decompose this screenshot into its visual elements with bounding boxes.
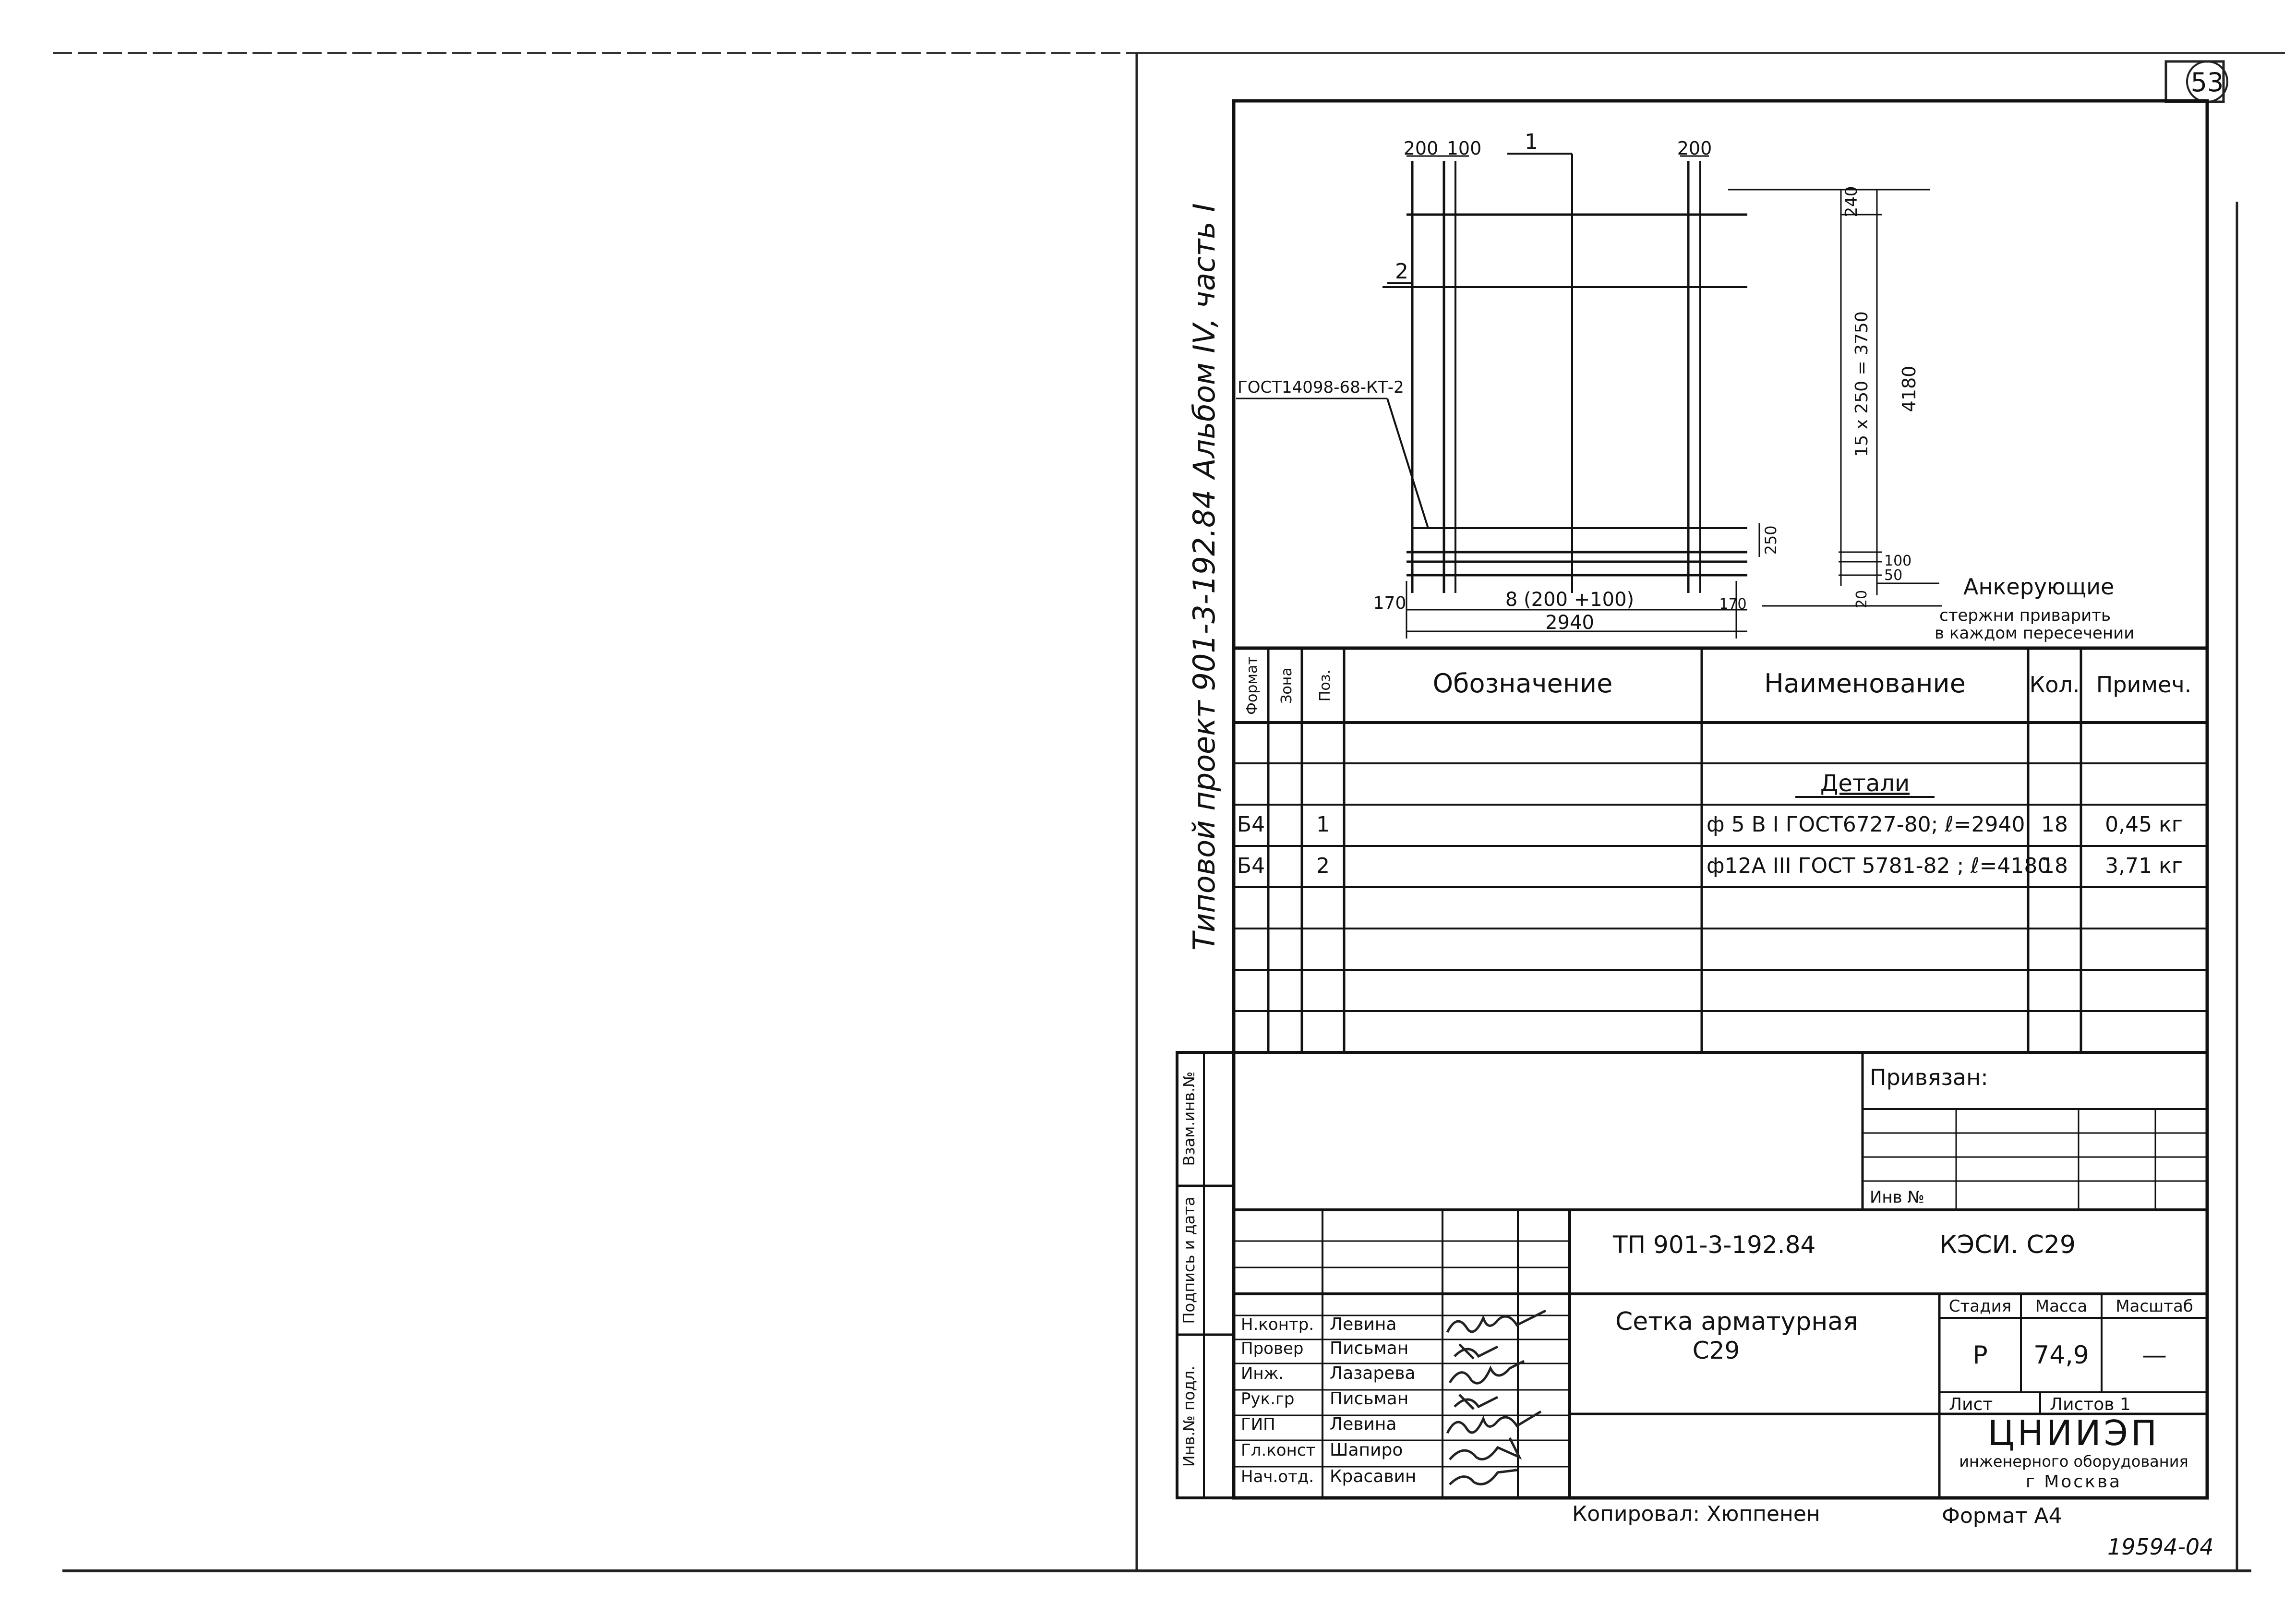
row1-qty: 18 [2041,812,2068,837]
sheet-number: 53 [2164,60,2228,103]
signatures [1446,1309,1547,1485]
org-city: г Москва [2026,1472,2122,1492]
gost-weld-label: ГОСТ14098-68-КТ-2 [1238,378,1404,397]
name-rukgr: Письман [1330,1389,1408,1409]
spec-table [1234,646,2207,1054]
title-block-grid [1234,1210,2207,1498]
anchor-note-3: в каждом пересечении [1935,624,2134,643]
document-number: 19594-04 [2107,1534,2213,1560]
copied-by: Копировал: Хюппенен [1572,1502,1820,1526]
row2-pos: 2 [1316,854,1330,878]
binding-inv: Инв № [1870,1188,1924,1207]
section-details: Детали [1820,770,1910,797]
dim-170-left: 170 [1373,593,1406,613]
name-glkonst: Шапиро [1330,1440,1403,1460]
row1-pos: 1 [1316,812,1330,837]
format-label: Формат А4 [1942,1504,2062,1528]
callout-1: 1 [1525,130,1538,154]
anchor-note-1: Анкерующие [1963,574,2114,600]
dim-8x300: 8 (200 +100) [1505,589,1634,611]
row2-name: ф12А III ГОСТ 5781-82 ; ℓ=4180 [1707,854,2051,878]
name-gip: Левина [1330,1414,1396,1434]
name-inzh: Лазарева [1330,1363,1416,1383]
inner-frame [1232,99,2209,1500]
sheet-label: Лист [1949,1395,1993,1414]
row2-qty: 18 [2041,854,2068,878]
dim-250: 250 [1762,525,1780,555]
role-prover: Провер [1241,1339,1304,1358]
binding-block [1234,1052,2207,1211]
item-name-1: Сетка арматурная [1615,1307,1858,1336]
row1-name: ф 5 В I ГОСТ6727-80; ℓ=2940 [1707,812,2025,837]
row1-format: Б4 [1237,812,1265,837]
role-inzh: Инж. [1241,1364,1284,1383]
role-nachotd: Нач.отд. [1241,1467,1314,1486]
dim-20-small: 20 [1853,590,1870,608]
item-name-2: С29 [1693,1337,1740,1364]
callout-2: 2 [1395,259,1408,284]
role-nkontr: Н.контр. [1241,1315,1314,1334]
role-glkonst: Гл.конст [1241,1441,1315,1460]
project-label: Типовой проект 901-3-192.84 [1187,490,1222,951]
org-subtitle: инженерного оборудования [1959,1452,2188,1471]
stage-value: Р [1972,1341,1987,1370]
dim-170-right: 170 [1719,596,1746,613]
col-designation-header: Обозначение [1433,668,1613,699]
tp-code: ТП 901-3-192.84 [1612,1231,1815,1259]
stage-header: Стадия [1949,1297,2011,1316]
album-label: Альбом IV, часть I [1187,203,1222,481]
role-gip: ГИП [1241,1415,1275,1434]
scale-value: — [2142,1341,2167,1370]
svg-text:53: 53 [2191,67,2224,97]
col-note-header: Примеч. [2096,672,2192,698]
col-pos-header: Поз. [1317,670,1334,701]
name-nachotd: Красавин [1330,1467,1416,1486]
anchor-note-2: стержни приварить [1939,606,2111,625]
binding-title: Привязан: [1870,1064,1988,1090]
dim-200-left: 200 [1404,138,1439,159]
stamp-vzam: Взам.инв.№ [1180,1072,1198,1166]
stamp-inv-podl: Инв.№ подл. [1180,1366,1198,1467]
dim-240: 240 [1842,186,1861,217]
row2-note: 3,71 кг [2105,854,2183,878]
role-rukgr: Рук.гр [1241,1389,1294,1409]
col-qty-header: Кол. [2030,672,2080,698]
dim-50-small: 50 [1884,567,1902,584]
sheets-label: Листов 1 [2050,1395,2131,1414]
row1-note: 0,45 кг [2105,812,2183,837]
dim-100-small: 100 [1884,553,1911,569]
col-name-header: Наименование [1764,668,1966,699]
sheet-code: КЭСИ. С29 [1939,1230,2076,1259]
dim-200-right: 200 [1677,138,1712,159]
name-prover: Письман [1330,1339,1408,1358]
name-nkontr: Левина [1330,1315,1396,1334]
dim-100: 100 [1447,138,1482,159]
dim-4180: 4180 [1899,366,1920,412]
scale-header: Масштаб [2116,1297,2193,1316]
mass-header: Масса [2035,1297,2087,1316]
stamp-podpis: Подпись и дата [1180,1196,1198,1324]
mesh-drawing [1236,153,1942,639]
dim-15x250: 15 x 250 = 3750 [1852,311,1872,457]
mass-value: 74,9 [2033,1341,2089,1370]
col-format-header: Формат [1244,656,1261,715]
col-zone-header: Зона [1278,667,1295,704]
dim-2940: 2940 [1545,612,1594,634]
side-stamps [1176,1051,1235,1499]
row2-format: Б4 [1237,854,1265,878]
org-name: ЦНИИЭП [1988,1413,2160,1453]
